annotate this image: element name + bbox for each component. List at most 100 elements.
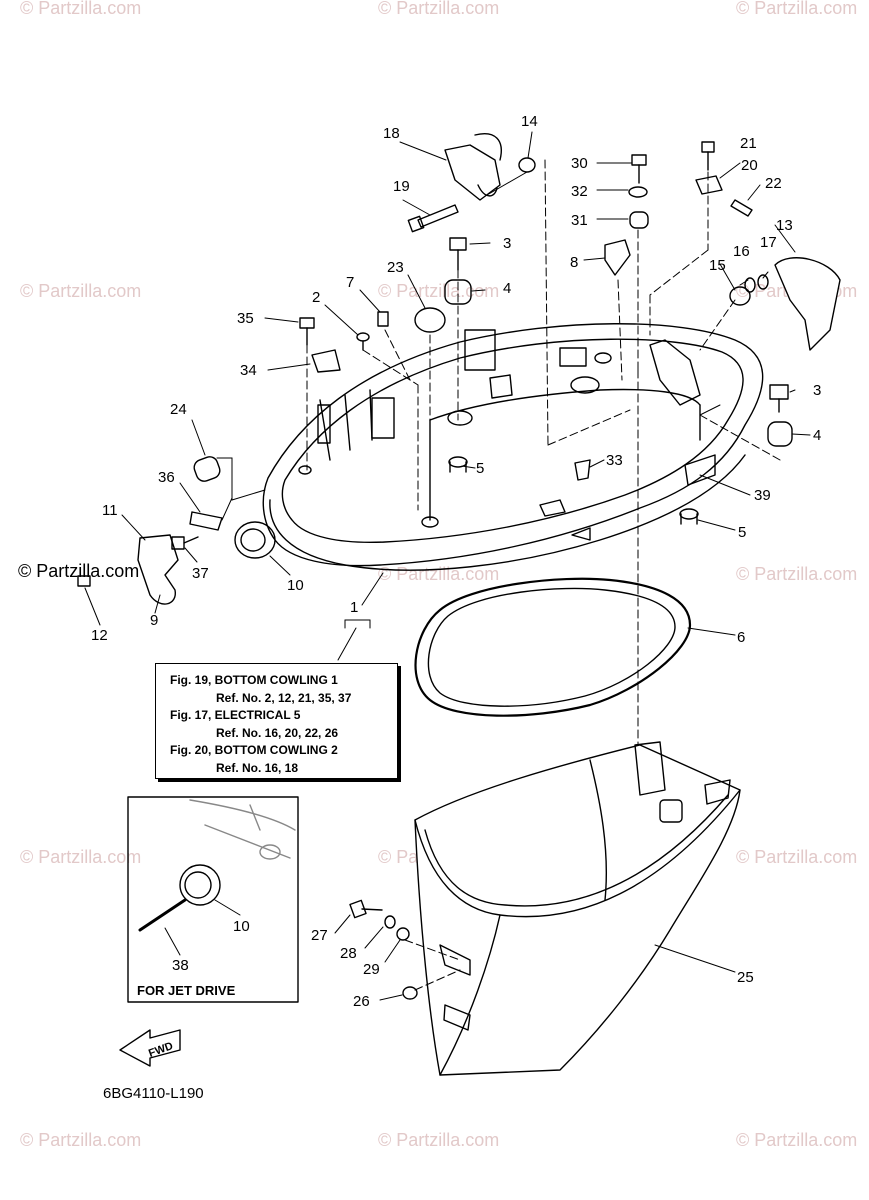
watermark: © Partzilla.com [736, 1130, 857, 1150]
grommet-23 [414, 307, 446, 333]
callout-11: 11 [102, 502, 118, 519]
bolt-3-upper [449, 237, 467, 271]
watermark: © Partzilla.com [20, 281, 141, 301]
bolt-7 [377, 311, 389, 327]
callout-22: 22 [765, 175, 782, 192]
screw-22 [730, 199, 753, 217]
callout-28: 28 [340, 945, 357, 962]
latch-18 [444, 133, 502, 201]
washer-32 [628, 186, 648, 198]
callout-33: 33 [606, 452, 623, 469]
callout-8: 8 [570, 254, 578, 271]
watermark: © Partzilla.com [736, 564, 857, 584]
callout-27: 27 [311, 927, 328, 944]
watermark: © Partzilla.com [20, 847, 141, 867]
brand-label: © Partzilla.com [18, 561, 140, 581]
nut-26 [402, 986, 418, 1000]
callout-39: 39 [754, 487, 771, 504]
bolt-27 [349, 899, 383, 919]
callout-16: 16 [733, 243, 750, 260]
callout-24: 24 [170, 401, 187, 418]
callout-10: 10 [287, 577, 304, 594]
reference-line: Fig. 19, BOTTOM COWLING 1 [170, 673, 338, 687]
callout-1: 1 [350, 599, 358, 616]
callout-20: 20 [741, 157, 758, 174]
callout-3: 3 [813, 382, 821, 399]
callout-2: 2 [312, 289, 320, 306]
callout-29: 29 [363, 961, 380, 978]
watermark: © Partzilla.com [378, 1130, 499, 1150]
callout-37: 37 [192, 565, 209, 582]
callout-30: 30 [571, 155, 588, 172]
callout-7: 7 [346, 274, 354, 291]
callout-14: 14 [521, 113, 538, 130]
leader-lines [84, 131, 811, 1001]
reference-line: Ref. No. 2, 12, 21, 35, 37 [216, 690, 352, 705]
bolt-19 [407, 204, 459, 233]
reference-line: Fig. 17, ELECTRICAL 5 [170, 708, 301, 722]
grommet-31 [629, 211, 649, 229]
jet-drive-inset-frame [127, 796, 299, 1003]
callout-17: 17 [760, 234, 777, 251]
clip-8 [604, 239, 631, 276]
callout-31: 31 [571, 212, 588, 229]
watermark: © Partzilla.com [736, 0, 857, 18]
watermark: © Partzilla.com [736, 847, 857, 867]
callout-23: 23 [387, 259, 404, 276]
ring-17 [757, 274, 769, 290]
callout-9: 9 [150, 612, 158, 629]
diagram-code: 6BG4110-L190 [103, 1085, 204, 1102]
bolt-35 [299, 317, 315, 346]
plate-20 [695, 175, 723, 195]
callout-5: 5 [738, 524, 746, 541]
callout-25: 25 [737, 969, 754, 986]
callout-38: 38 [172, 957, 189, 974]
callout-35: 35 [237, 310, 254, 327]
callout-21: 21 [740, 135, 757, 152]
grommet-10 [234, 521, 276, 559]
callout-5: 5 [476, 460, 484, 477]
callout-13: 13 [776, 217, 793, 234]
watermark: © Partzilla.com [20, 1130, 141, 1150]
callout-19: 19 [393, 178, 410, 195]
watermark: © Partzilla.com [378, 564, 499, 584]
callout-26: 26 [353, 993, 370, 1010]
cover-13 [774, 257, 841, 351]
bolt-30 [631, 154, 647, 184]
washer-16 [744, 277, 756, 293]
damper-4-upper [444, 279, 472, 305]
gasket [414, 577, 692, 717]
callout-4: 4 [503, 280, 511, 297]
reference-line: Ref. No. 16, 20, 22, 26 [216, 725, 339, 740]
damper-4-right [767, 421, 793, 447]
watermark: © Partzilla.com [378, 0, 499, 18]
bolt-37 [171, 536, 199, 550]
bracket-11-9 [137, 534, 179, 605]
jet-drive-label: FOR JET DRIVE [137, 983, 236, 998]
callout-3: 3 [503, 235, 511, 252]
reference-line: Fig. 20, BOTTOM COWLING 2 [170, 743, 338, 757]
callout-15: 15 [709, 257, 726, 274]
callout-34: 34 [240, 362, 257, 379]
bolt-3-right [769, 384, 789, 413]
callout-18: 18 [383, 125, 400, 142]
rod-38 [138, 898, 187, 932]
bracket-34 [311, 349, 341, 373]
jet-drive-sketch [189, 799, 296, 860]
collar-5-outer [679, 508, 699, 525]
screw-2 [356, 332, 370, 351]
reference-box: Fig. 19, BOTTOM COWLING 1 Ref. No. 2, 12… [155, 663, 398, 779]
callout-10: 10 [233, 918, 250, 935]
callout-32: 32 [571, 183, 588, 200]
grommet-14 [518, 157, 536, 173]
grommet-24 [193, 456, 221, 482]
lower-cover [414, 741, 741, 1076]
washer-29 [396, 927, 410, 941]
watermark-layer: © Partzilla.com © Partzilla.com © Partzi… [20, 0, 857, 1150]
grommet-10-jet [179, 864, 221, 906]
fwd-arrow-icon [119, 1029, 181, 1067]
screw-33 [574, 459, 591, 481]
reference-line: Ref. No. 16, 18 [216, 760, 299, 775]
callout-4: 4 [813, 427, 821, 444]
